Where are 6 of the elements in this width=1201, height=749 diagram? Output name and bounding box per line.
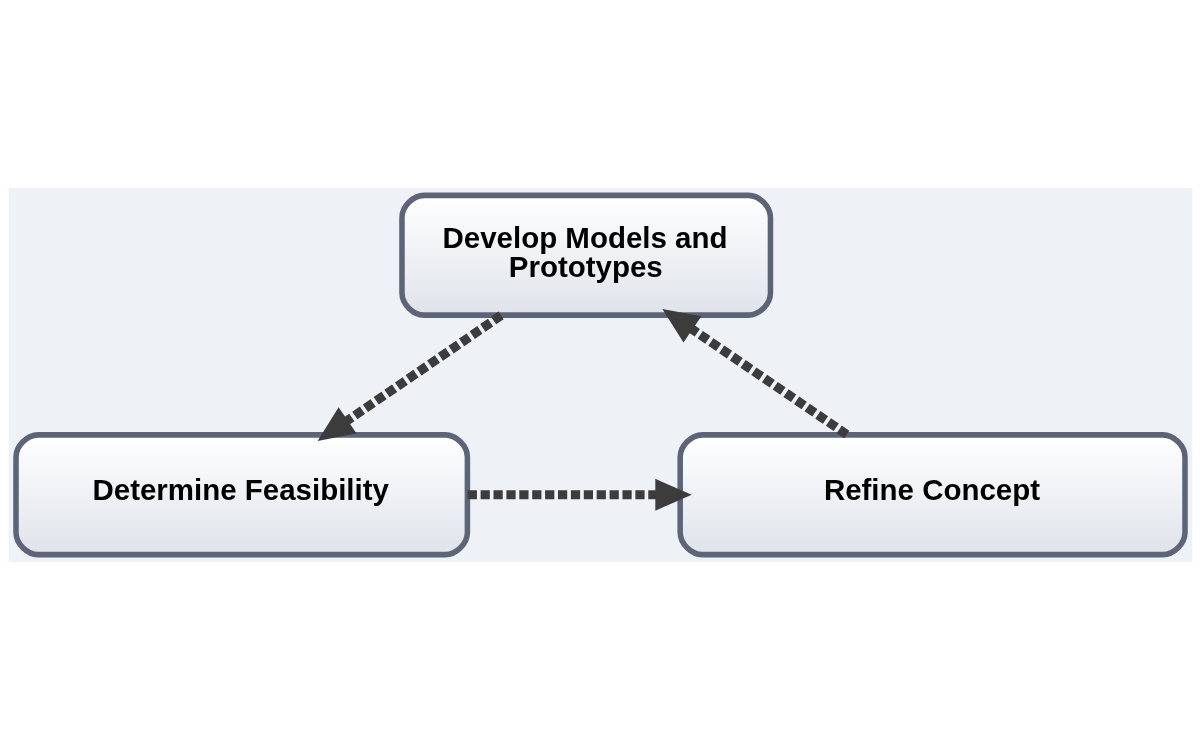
node-box: Develop Models and Prototypes xyxy=(399,192,774,318)
arrow xyxy=(662,308,850,438)
node-box: Refine Concept xyxy=(677,431,1188,557)
arrow xyxy=(317,311,504,441)
node-box: Determine Feasibility xyxy=(13,431,471,557)
arrow xyxy=(467,478,692,511)
